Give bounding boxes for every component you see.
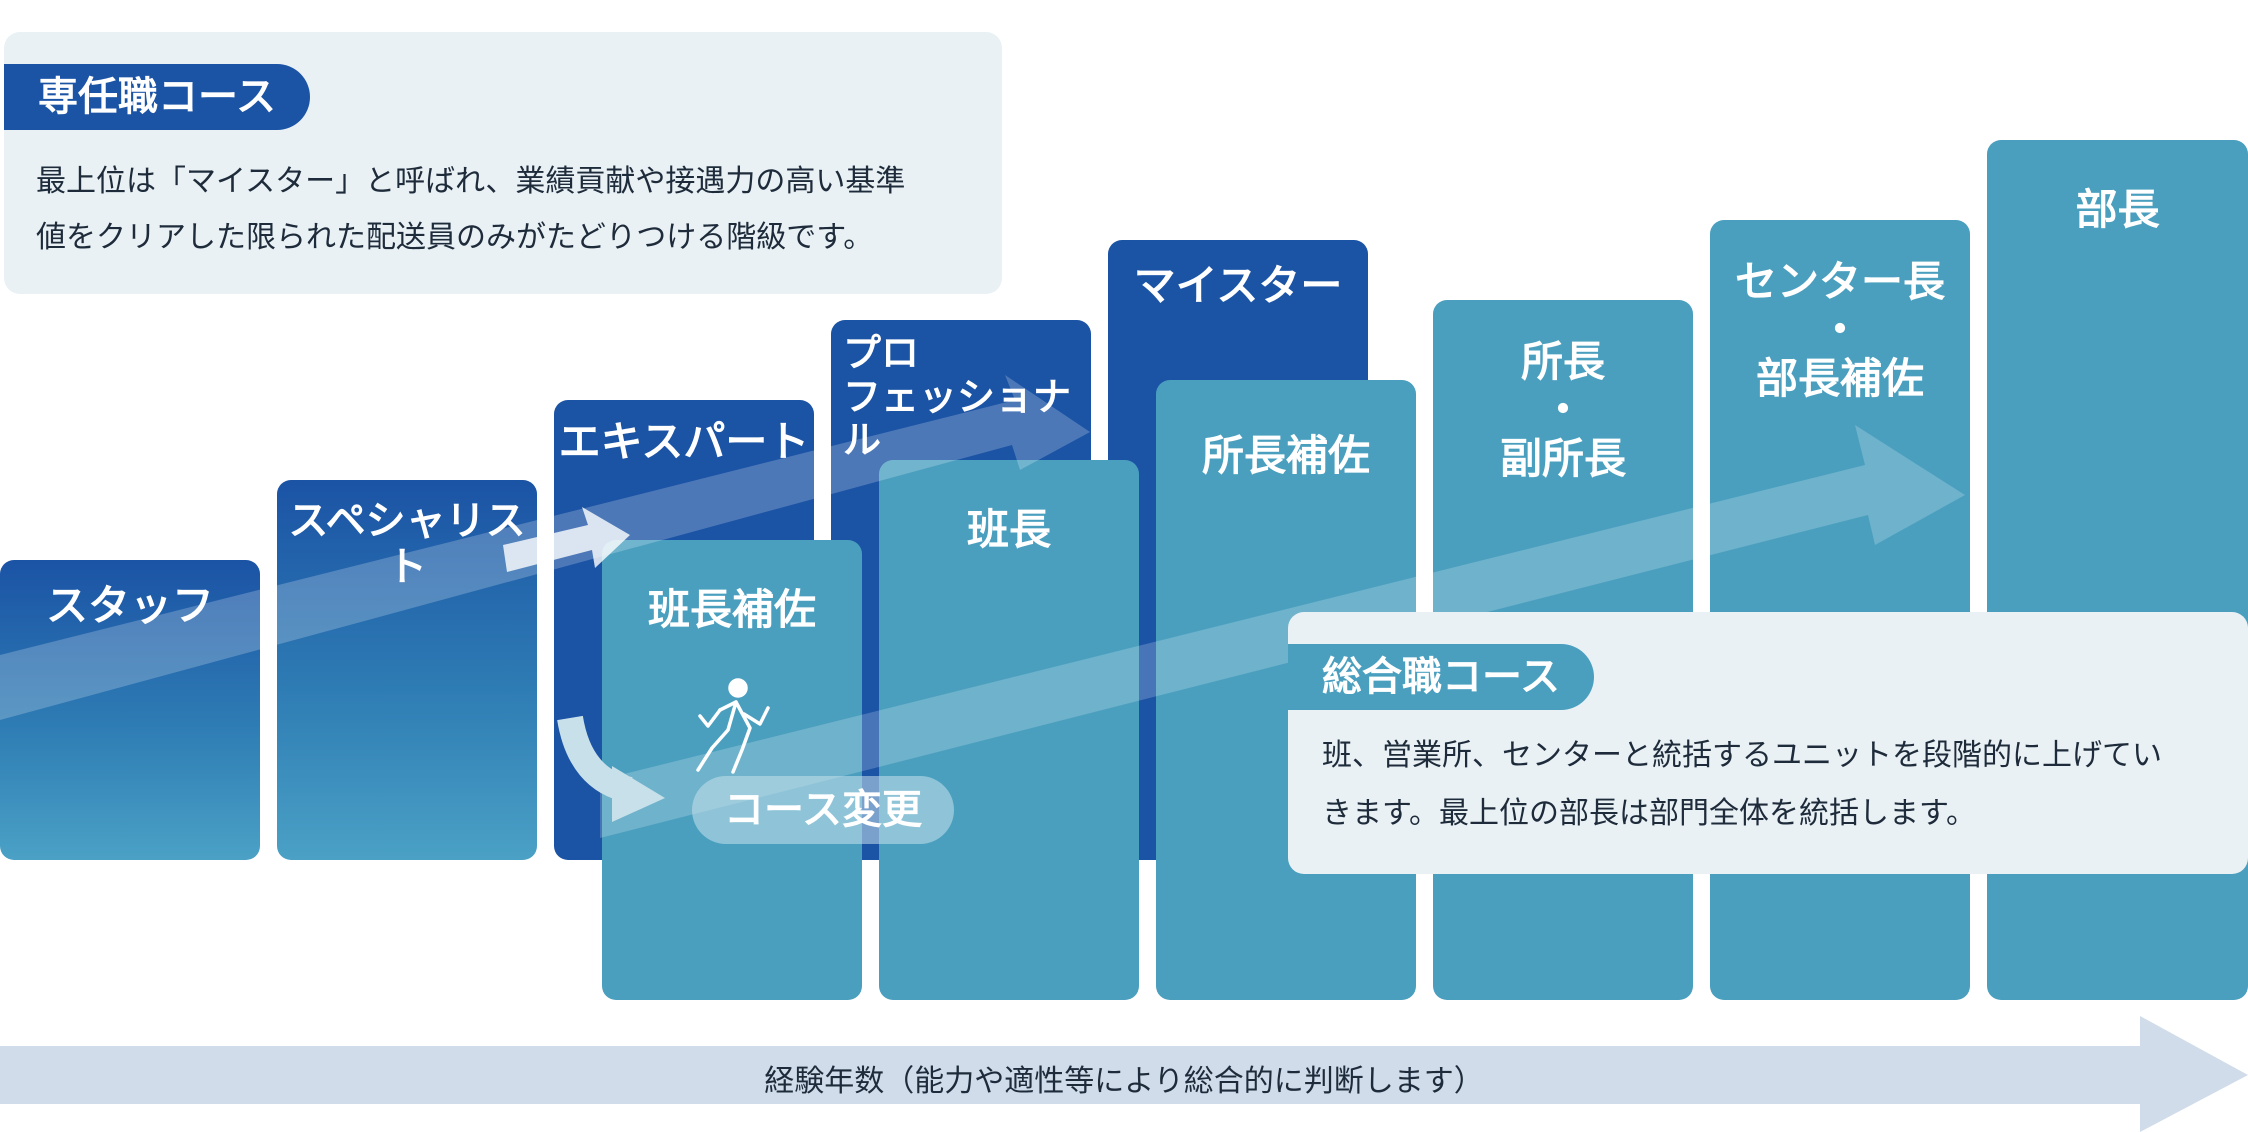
level-professional-label: プロ フェッショナル (843, 331, 1072, 463)
course-change-badge (692, 776, 954, 844)
level-center-head-label: センター長 ・ 部長補佐 (1734, 257, 1945, 403)
experience-axis-label: 経験年数（能力や適性等により総合的に判断します） (764, 1064, 1484, 1099)
level-specialist-label: スペシャリスト (288, 498, 526, 590)
specialist-course-title: 専任職コース (4, 64, 310, 130)
general-course-description-line1: 班、営業所、センターと統括するユニットを段階的に上げてい (1322, 738, 2162, 773)
general-course-description-line2: きます。最上位の部長は部門全体を統括します。 (1322, 796, 1976, 831)
level-assistant-team-leader-label: 班長補佐 (647, 585, 816, 634)
level-meister-label: マイスター (1133, 261, 1343, 310)
specialist-course-description-line1: 最上位は「マイスター」と呼ばれ、業績貢献や接遇力の高い基準 (36, 164, 906, 199)
level-specialist: スペシャリスト (277, 480, 537, 860)
level-team-leader: 班長 (879, 460, 1139, 1000)
level-manager-label: 所長 ・ 副所長 (1499, 337, 1626, 483)
specialist-course-card: 専任職コース 最上位は「マイスター」と呼ばれ、業績貢献や接遇力の高い基準 値をク… (4, 32, 1002, 294)
level-team-leader-label: 班長 (966, 505, 1051, 554)
level-expert-label: エキスパート (558, 417, 810, 466)
course-change-label: コース変更 (724, 787, 922, 833)
level-assistant-manager-label: 所長補佐 (1201, 431, 1370, 480)
level-staff: スタッフ (0, 560, 260, 860)
general-course-title: 総合職コース (1288, 644, 1594, 710)
general-track-arrow (600, 425, 1965, 838)
specialist-course-description-line2: 値をクリアした限られた配送員のみがたどりつける階級です。 (36, 220, 874, 255)
level-assistant-team-leader: 班長補佐 (602, 540, 862, 1000)
small-arrow-icon (503, 507, 630, 572)
running-person-icon (696, 678, 770, 774)
general-course-card: 総合職コース 班、営業所、センターと統括するユニットを段階的に上げてい きます。… (1288, 612, 2248, 874)
level-department-head-label: 部長 (2075, 185, 2160, 234)
level-staff-label: スタッフ (45, 581, 214, 630)
